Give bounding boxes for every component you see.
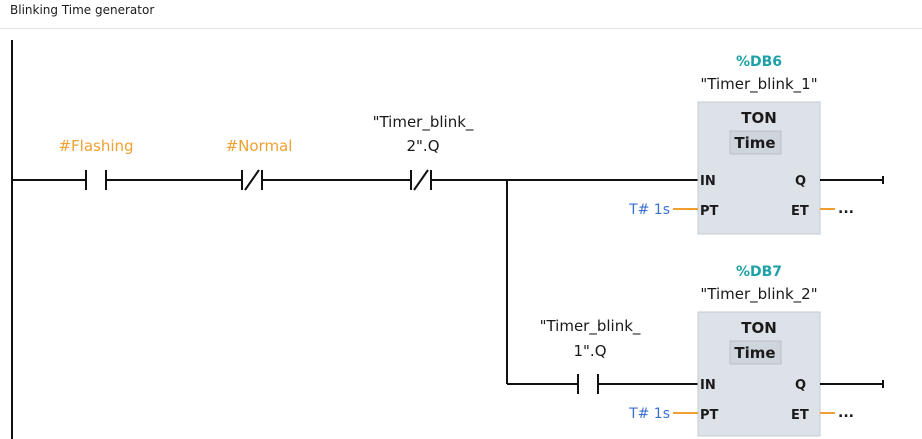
ton-block-timer-blink-2[interactable]: %DB7 "Timer_blink_2" TON Time IN PT Q ET (697, 264, 821, 437)
contact-label-line2: 1".Q (573, 342, 606, 360)
network-title: Blinking Time generator (10, 3, 155, 17)
block-type: TON (741, 109, 777, 127)
block-subtype: Time (734, 134, 775, 152)
block-subtype-box (729, 340, 782, 365)
pin-q: Q (795, 378, 806, 393)
pin-et: ET (791, 408, 809, 423)
instance-name: "Timer_blink_2" (700, 285, 817, 304)
contact-label-line2: 2".Q (406, 137, 439, 155)
contact-timer-blink-2-q[interactable]: "Timer_blink_ 2".Q (373, 113, 474, 191)
network-title-bar[interactable]: Blinking Time generator (0, 0, 922, 29)
contact-label: #Normal (226, 137, 293, 155)
et-value[interactable]: ... (838, 201, 854, 217)
contact-label: #Flashing (58, 137, 133, 155)
block-type: TON (741, 319, 777, 337)
contact-timer-blink-1-q[interactable]: "Timer_blink_ 1".Q (540, 317, 641, 394)
pt-value[interactable]: T# 1s (628, 202, 670, 218)
et-value[interactable]: ... (838, 405, 854, 421)
contact-label-line1: "Timer_blink_ (540, 317, 641, 336)
pin-et: ET (791, 204, 809, 219)
pt-value[interactable]: T# 1s (628, 406, 670, 422)
contact-label-line1: "Timer_blink_ (373, 113, 474, 132)
ton-block-timer-blink-1[interactable]: %DB6 "Timer_blink_1" TON Time IN PT Q ET (697, 54, 821, 235)
block-subtype-box (729, 130, 782, 155)
block-subtype: Time (734, 344, 775, 362)
pin-pt: PT (700, 204, 719, 219)
db-label: %DB7 (736, 264, 782, 280)
pin-q: Q (795, 174, 806, 189)
pin-in: IN (700, 378, 716, 393)
instance-name: "Timer_blink_1" (700, 75, 817, 94)
contact-normal[interactable]: #Normal (226, 137, 293, 191)
contact-flashing[interactable]: #Flashing (58, 137, 134, 190)
pin-in: IN (700, 174, 716, 189)
pin-pt: PT (700, 408, 719, 423)
db-label: %DB6 (736, 54, 782, 70)
